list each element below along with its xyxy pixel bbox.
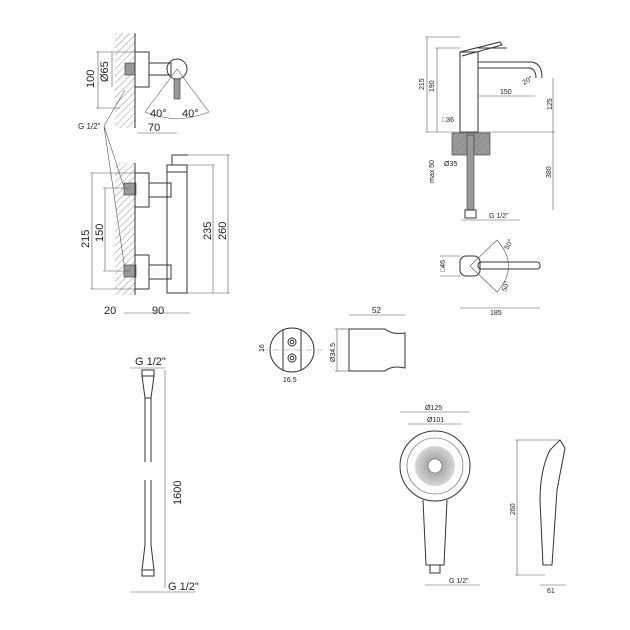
mixer-dim-100: 100 <box>85 70 97 88</box>
mixer-front-view: 215 150 235 260 20 90 <box>80 154 230 317</box>
faucet-thread: G 1/2" <box>489 213 509 220</box>
holder-dim-16: 16 <box>259 344 266 352</box>
mixer-thread-label: G 1/2" <box>78 122 101 131</box>
faucet-angle-top: 50° <box>503 238 515 251</box>
mixer-dim-215: 215 <box>80 230 92 248</box>
mixer-angle-left: 40° <box>150 108 167 120</box>
faucet-dim-sq46: □46 <box>440 260 447 272</box>
mixer-dim-70: 70 <box>148 122 160 134</box>
faucet-angle-20: 20° <box>521 74 534 86</box>
faucet-dim-380: 380 <box>546 166 553 178</box>
hand-shower-front: Ø125 Ø101 G 1/2" <box>399 405 480 586</box>
mixer-dim-235: 235 <box>202 222 214 240</box>
showerhead-thread: G 1/2" <box>449 578 469 585</box>
showerhead-dim-260: 260 <box>510 503 517 515</box>
hand-shower-side: 260 61 <box>510 439 566 595</box>
faucet-dim-190: 190 <box>429 80 436 92</box>
mixer-angle-right: 40° <box>182 108 199 120</box>
shower-hose: G 1/2" 1600 G 1/2" <box>130 356 199 593</box>
faucet-dim-max50: max 50 <box>429 160 436 183</box>
mixer-dim-d65: Ø65 <box>99 61 111 82</box>
showerhead-dim-d125: Ø125 <box>425 405 442 412</box>
faucet-dim-125: 125 <box>547 98 554 110</box>
faucet-side-view: 215 190 150 20° 125 □36 max 50 Ø35 380 G… <box>419 36 555 221</box>
mixer-dim-260: 260 <box>217 222 229 240</box>
faucet-dim-150: 150 <box>500 89 512 96</box>
showerhead-dim-d101: Ø101 <box>427 417 444 424</box>
mixer-dim-20: 20 <box>104 305 116 317</box>
hose-thread-bottom: G 1/2" <box>168 581 199 593</box>
mixer-dim-150: 150 <box>94 224 106 242</box>
hose-dim-1600: 1600 <box>172 481 184 505</box>
faucet-dim-sq36: □36 <box>442 117 454 124</box>
hose-thread-top: G 1/2" <box>135 356 166 368</box>
faucet-dim-d35: Ø35 <box>444 161 457 168</box>
holder-dim-d34-5: Ø34.5 <box>330 343 337 362</box>
mixer-top-view: 100 Ø65 40° 40° 70 <box>85 33 210 134</box>
faucet-angle-bottom: 50° <box>500 280 511 293</box>
faucet-dim-215: 215 <box>419 78 426 90</box>
mixer-dim-90: 90 <box>152 305 164 317</box>
faucet-dim-185: 185 <box>490 310 502 317</box>
holder-dim-52: 52 <box>372 306 381 315</box>
showerhead-dim-61: 61 <box>547 588 555 595</box>
holder-dim-16-5: 16.5 <box>283 377 297 384</box>
shower-holder: 16 16.5 Ø34.5 52 <box>259 306 406 384</box>
faucet-top-view: □46 50° 50° 185 <box>440 238 541 317</box>
